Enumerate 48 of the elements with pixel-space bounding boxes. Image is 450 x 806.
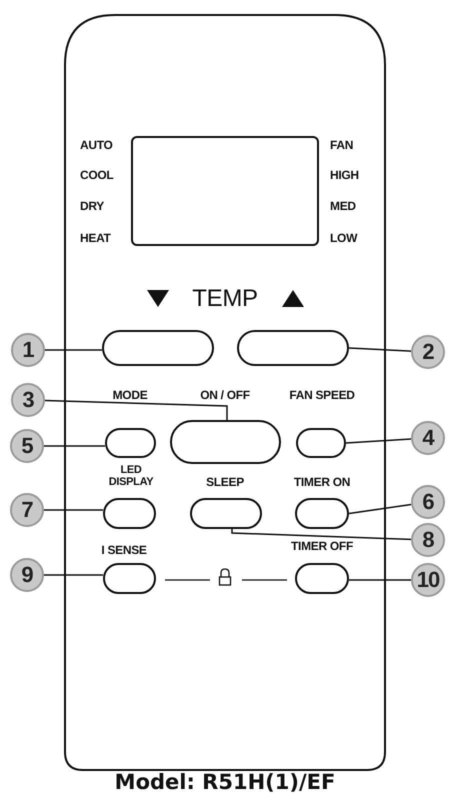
remote-button — [190, 498, 262, 529]
fan-indicator-label: LOW — [330, 232, 358, 245]
remote-button — [170, 420, 281, 464]
remote-button — [105, 428, 156, 458]
callout-number: 7 — [10, 493, 44, 527]
fan-indicator-label: MED — [330, 200, 356, 213]
leader-line — [45, 349, 102, 351]
leader-line — [349, 579, 411, 581]
callout-number: 8 — [411, 523, 445, 557]
remote-button — [295, 563, 349, 594]
mode-indicator-label: DRY — [80, 200, 104, 213]
remote-button — [237, 330, 349, 366]
leader-line — [346, 438, 412, 444]
button-label: MODE — [112, 389, 148, 402]
remote-button — [102, 330, 214, 366]
leader-line — [44, 509, 103, 511]
button-label: LED DISPLAY — [108, 464, 154, 488]
remote-button — [295, 498, 349, 529]
fan-indicator-label: HIGH — [330, 169, 359, 182]
mode-indicator-label: AUTO — [80, 139, 113, 152]
callout-number: 9 — [10, 558, 44, 592]
remote-button — [296, 428, 346, 458]
callout-number: 6 — [411, 485, 445, 519]
callout-number: 3 — [11, 383, 45, 417]
temp-label: TEMP — [192, 286, 258, 312]
mode-indicator-label: HEAT — [80, 232, 111, 245]
callout-number: 1 — [11, 333, 45, 367]
remote-button — [103, 563, 156, 594]
button-label: I SENSE — [101, 544, 147, 557]
callout-number: 4 — [411, 421, 445, 455]
leader-line — [44, 445, 105, 447]
callout-number: 2 — [411, 335, 445, 369]
fan-indicator-label: FAN — [330, 139, 354, 152]
leader-line — [231, 529, 412, 540]
remote-button — [103, 498, 156, 529]
mode-indicator-label: COOL — [80, 169, 114, 182]
button-label: ON / OFF — [200, 389, 250, 402]
leader-line — [44, 574, 103, 576]
callout-number: 5 — [10, 429, 44, 463]
button-label: TIMER OFF — [291, 540, 353, 553]
button-label: TIMER ON — [294, 476, 350, 489]
button-label: SLEEP — [206, 476, 244, 489]
model-caption: Model: R51H(1)/EF — [114, 770, 336, 794]
leader-line — [348, 504, 412, 514]
leader-line — [44, 400, 228, 420]
callout-number: 10 — [411, 563, 445, 597]
button-label: FAN SPEED — [289, 389, 355, 402]
leader-line — [348, 347, 412, 352]
